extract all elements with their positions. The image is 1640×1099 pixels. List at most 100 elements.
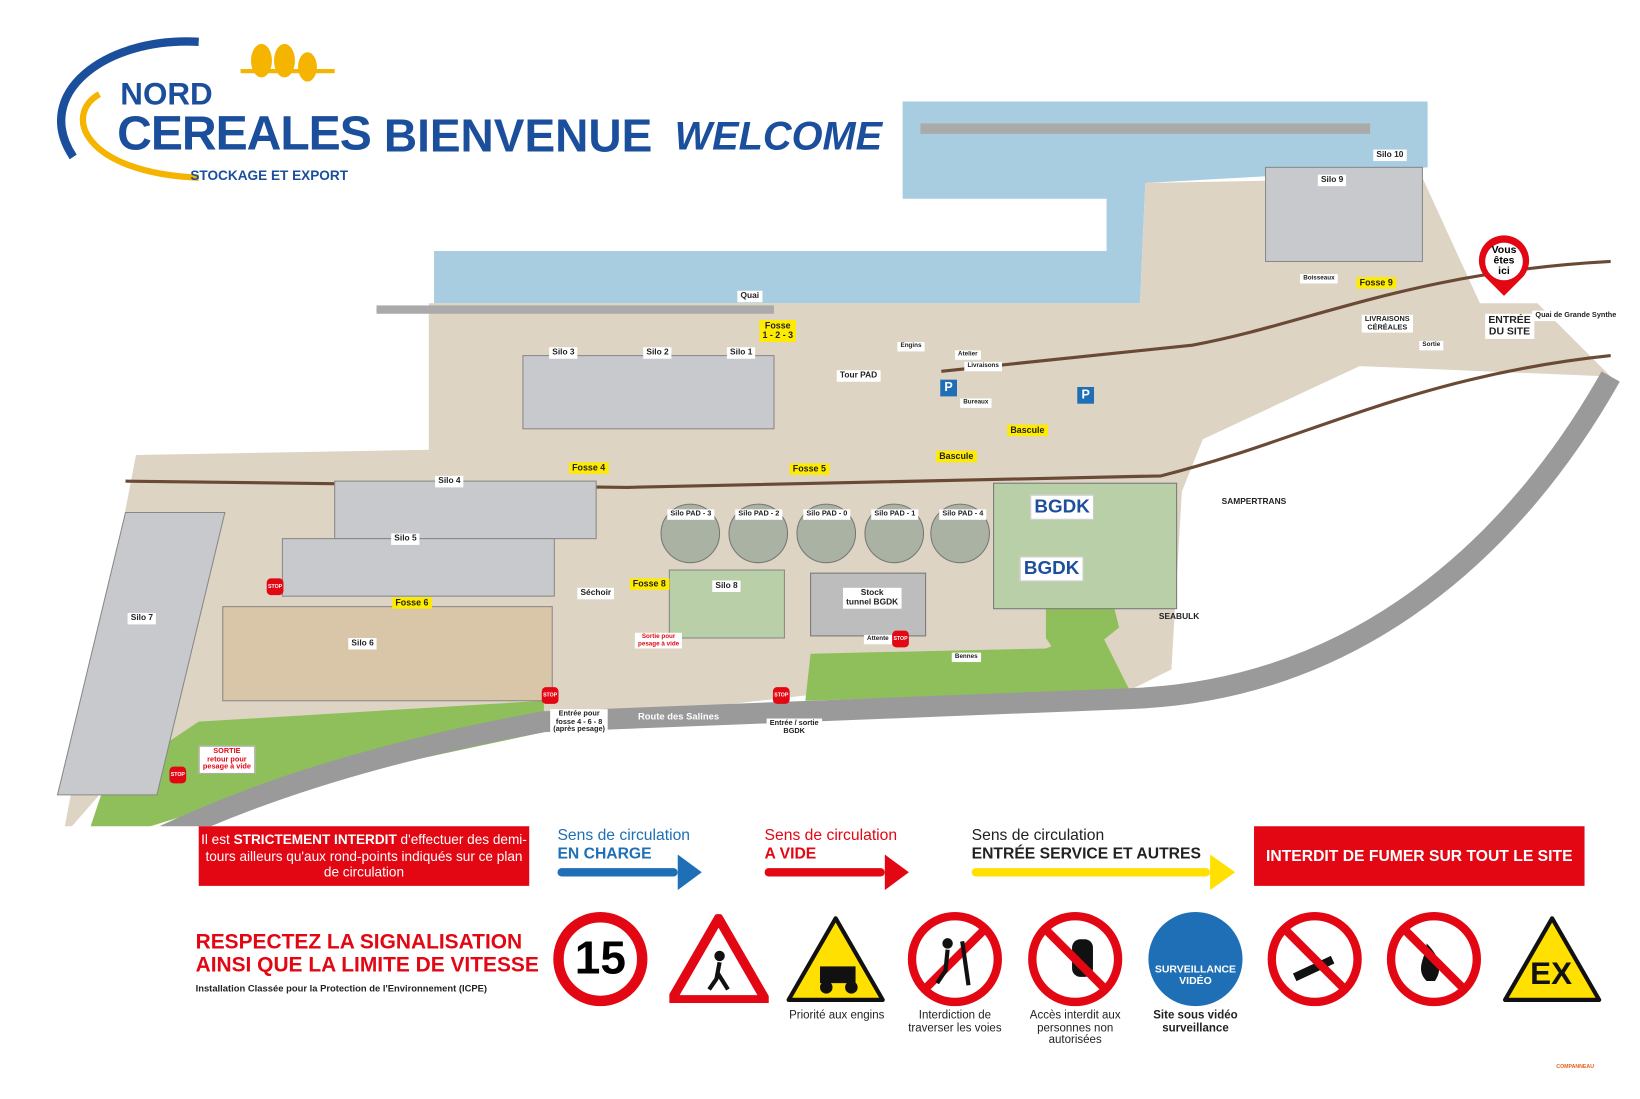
silos-4-5 xyxy=(281,480,597,597)
arrow-blue-icon xyxy=(557,854,702,891)
label-sortie: Sortie xyxy=(1419,340,1444,350)
brand-tagline: STOCKAGE ET EXPORT xyxy=(190,167,349,184)
label-silo-5: Silo 5 xyxy=(391,533,420,545)
icpe-note: Installation Classée pour la Protection … xyxy=(195,983,488,994)
parking-icon: P xyxy=(940,379,957,397)
vehicle-priority-icon xyxy=(786,916,885,1002)
label-tour-pad: Tour PAD xyxy=(836,370,881,382)
arrow-yellow-icon xyxy=(971,854,1236,891)
stop-sign-icon: STOP xyxy=(169,766,187,784)
label-entree-site: ENTRÉE DU SITE xyxy=(1485,313,1534,339)
label-quai: Quai xyxy=(737,290,763,303)
video-surveillance-icon: SURVEILLANCE VIDÉO xyxy=(1148,912,1243,1007)
bgdk-logo: BGDK xyxy=(1019,556,1084,582)
speed-limit-value: 15 xyxy=(574,932,626,985)
label-bureaux: Bureaux xyxy=(960,398,992,408)
flow-mode: EN CHARGE xyxy=(557,845,652,863)
no-smoking-notice: INTERDIT DE FUMER SUR TOUT LE SITE xyxy=(1254,826,1585,886)
green-area-left xyxy=(90,700,544,827)
label-silo-4: Silo 4 xyxy=(435,475,464,488)
label-silo-pad-2: Silo PAD - 2 xyxy=(735,509,783,520)
flow-mode: A VIDE xyxy=(764,845,817,863)
respect-line-1: RESPECTEZ LA SIGNALISATION xyxy=(195,930,523,954)
label-silo-pad-1: Silo PAD - 1 xyxy=(871,509,919,520)
label-silo-6: Silo 6 xyxy=(348,637,377,650)
speed-limit-15-icon: 15 xyxy=(553,912,648,1007)
nord-cereales-logo-icon xyxy=(57,37,335,181)
uturn-notice-strong: STRICTEMENT INTERDIT xyxy=(233,831,397,848)
label-silo-7: Silo 7 xyxy=(127,612,157,625)
brand-name-main: CEREALES xyxy=(117,105,372,161)
flow-title: Sens de circulation xyxy=(557,826,691,845)
label-bennes: Bennes xyxy=(951,652,981,662)
label-entree-fosse: Entrée pour fosse 4 - 6 - 8 (après pesag… xyxy=(550,709,609,736)
explosive-atmosphere-text: EX xyxy=(1530,956,1573,992)
uturn-notice-pre: Il est xyxy=(201,831,234,848)
caption-no-unauthorized: Accès interdit aux personnes non autoris… xyxy=(1029,1009,1121,1046)
arrow-red-icon xyxy=(764,854,909,891)
respect-line-2: AINSI QUE LA LIMITE DE VITESSE xyxy=(195,953,539,977)
silo-7-building xyxy=(56,511,226,796)
stop-sign-icon: STOP xyxy=(266,578,284,596)
harbor-water xyxy=(434,101,1428,304)
welcome-en: WELCOME xyxy=(674,115,883,159)
label-bascule-2: Bascule xyxy=(936,450,977,463)
stop-sign-icon: STOP xyxy=(541,687,559,704)
pedestrian-crossing-icon xyxy=(669,914,769,1004)
label-fosse-6: Fosse 6 xyxy=(392,597,432,610)
green-area-south xyxy=(805,627,1130,701)
quay-conveyor xyxy=(376,305,774,314)
no-unauthorized-access-icon xyxy=(1028,912,1123,1007)
railway-track xyxy=(125,354,1611,489)
label-silo-pad-4: Silo PAD - 4 xyxy=(939,509,987,520)
quay-conveyor-2 xyxy=(920,123,1371,134)
label-fosse-9: Fosse 9 xyxy=(1356,277,1396,290)
flow-title: Sens de circulation xyxy=(971,826,1105,845)
label-route-des-salines: Route des Salines xyxy=(637,711,720,722)
label-fosse-5: Fosse 5 xyxy=(789,463,830,476)
label-route-des-salines-2: Route des Salines xyxy=(89,820,164,874)
explosive-atmosphere-icon xyxy=(1502,916,1602,1002)
label-fosse-4: Fosse 4 xyxy=(568,462,609,475)
label-sampertrans: SAMPERTRANS xyxy=(1221,496,1287,507)
label-attente: Attente xyxy=(863,634,892,644)
silos-3-2-1 xyxy=(522,355,775,430)
route-des-salines xyxy=(159,371,1620,827)
brand-name-top: NORD xyxy=(120,77,213,112)
label-livraisons: Livraisons xyxy=(964,361,1002,371)
label-quai-grande-synthe: Quai de Grande Synthe xyxy=(1532,310,1620,321)
label-sortie-retour: SORTIE retour pour pesage à vide xyxy=(198,745,256,775)
label-atelier: Atelier xyxy=(954,350,981,360)
label-boisseaux: Boisseaux xyxy=(1300,274,1338,284)
label-silo-pad-3: Silo PAD - 3 xyxy=(667,509,715,520)
welcome-fr: BIENVENUE xyxy=(383,110,653,163)
label-silo-8: Silo 8 xyxy=(712,580,741,592)
label-silo-10: Silo 10 xyxy=(1373,149,1407,161)
caption-video-surveillance: Site sous vidéo surveillance xyxy=(1153,1009,1238,1034)
label-entree-sortie-bgdk: Entrée / sortie BGDK xyxy=(766,718,822,737)
no-smoking-icon xyxy=(1267,912,1362,1007)
label-sechoir: Séchoir xyxy=(577,587,615,600)
label-sortie-pesage: Sortie pour pesage à vide xyxy=(634,632,683,649)
label-silo-9: Silo 9 xyxy=(1317,174,1347,186)
bgdk-logo: BGDK xyxy=(1030,494,1095,520)
no-open-flame-icon xyxy=(1386,912,1481,1007)
no-crossing-tracks-icon xyxy=(907,912,1002,1007)
label-silo-pad-0: Silo PAD - 0 xyxy=(803,509,851,520)
flow-title: Sens de circulation xyxy=(764,826,898,845)
you-are-here-label: Vous êtes ici xyxy=(1485,242,1523,281)
railway-track-2 xyxy=(941,259,1611,373)
respect-signage-heading: RESPECTEZ LA SIGNALISATION AINSI QUE LA … xyxy=(196,931,539,977)
uturn-notice-post: d'effectuer des demi-tours ailleurs qu'a… xyxy=(205,831,527,880)
flow-mode: ENTRÉE SERVICE ET AUTRES xyxy=(971,845,1201,863)
label-fosse-8: Fosse 8 xyxy=(629,578,670,591)
uturn-notice: Il est STRICTEMENT INTERDIT d'effectuer … xyxy=(198,826,530,886)
silo-6-building xyxy=(222,606,553,702)
label-silo-3: Silo 3 xyxy=(549,347,578,359)
label-silo-1: Silo 1 xyxy=(726,347,756,359)
stop-sign-icon: STOP xyxy=(772,687,790,704)
